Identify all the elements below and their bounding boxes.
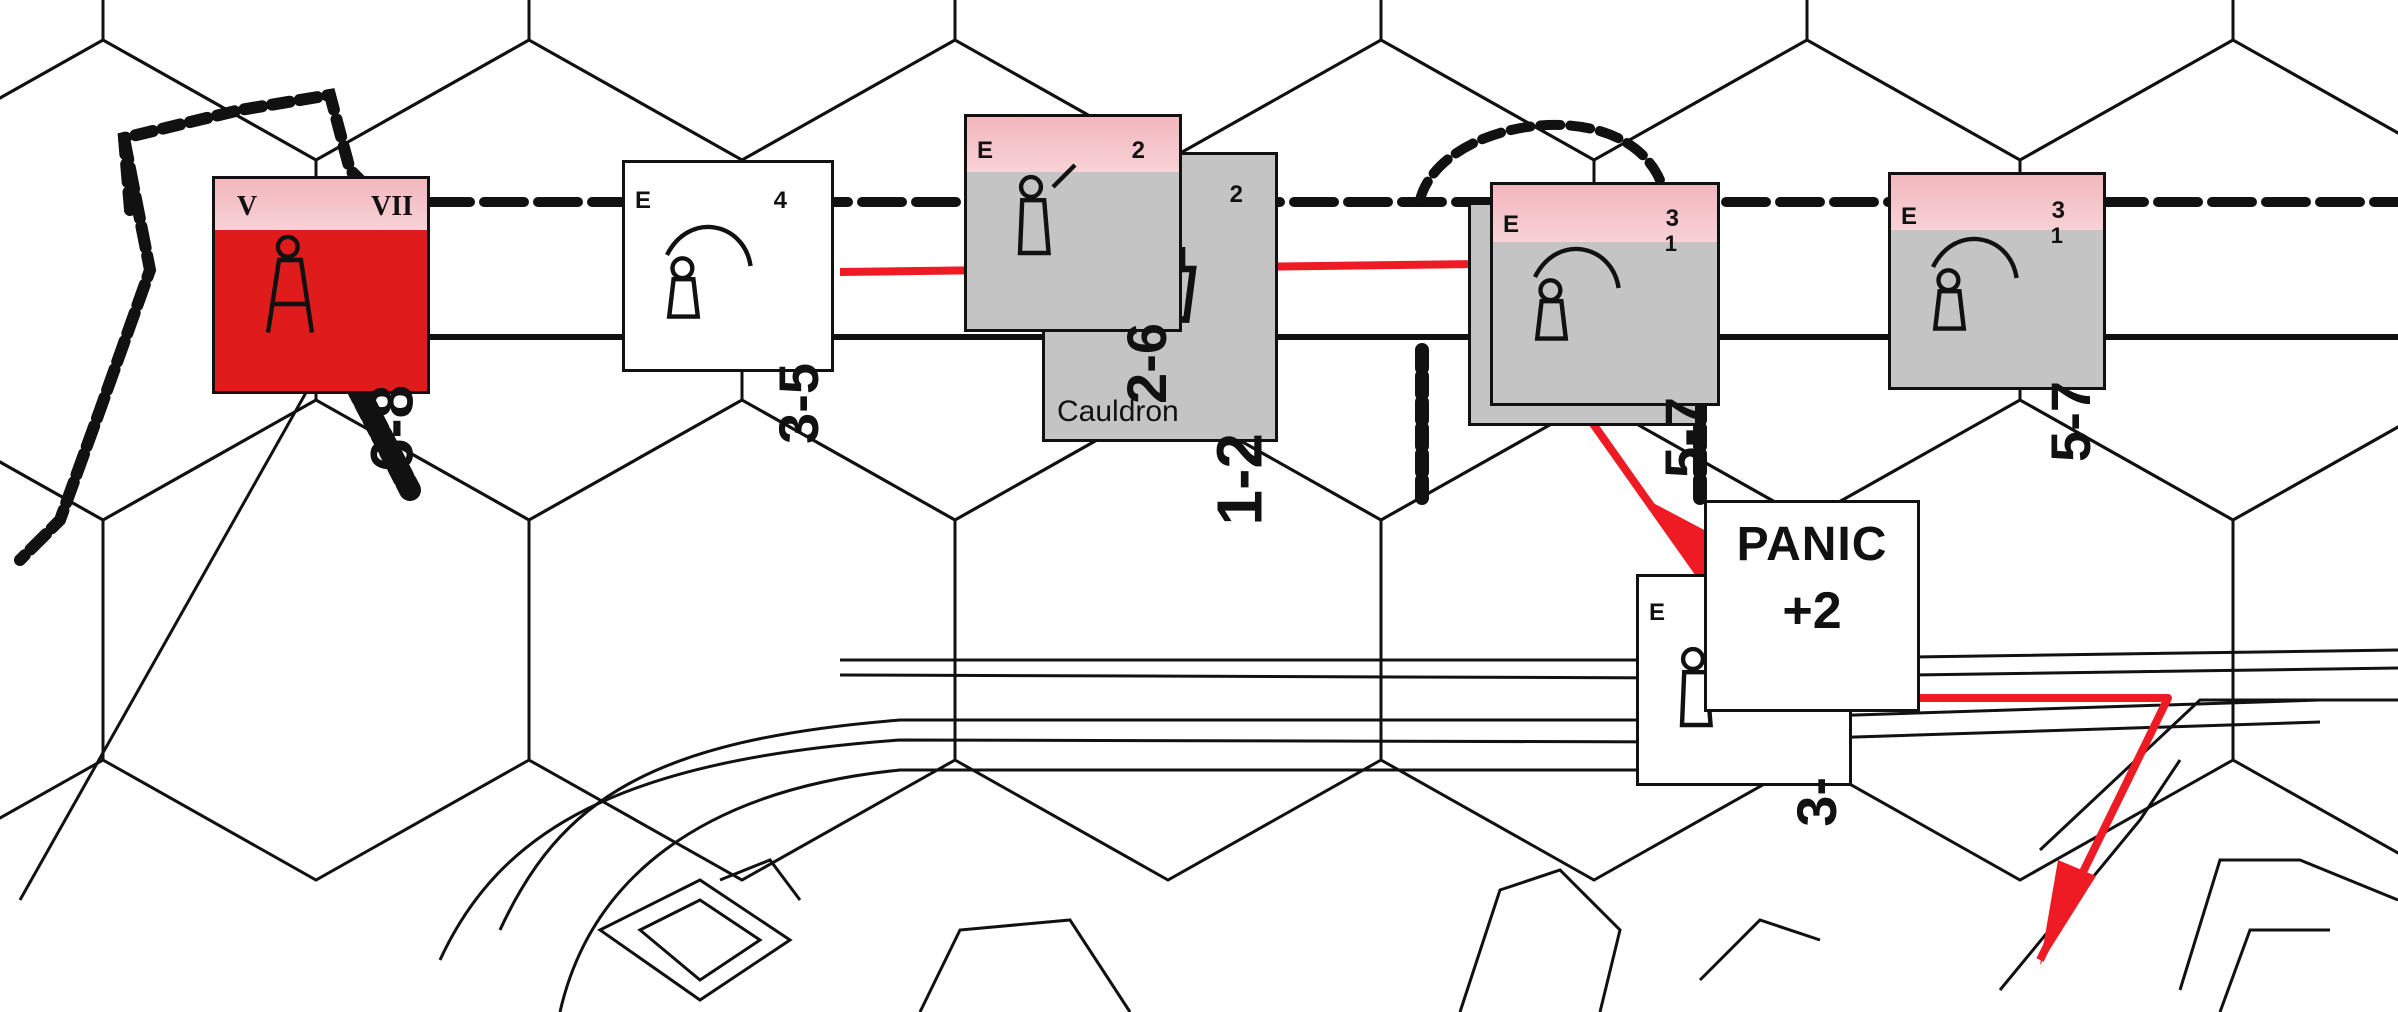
counter-value: 3-5 bbox=[767, 363, 830, 444]
counter-nationality: E bbox=[1503, 211, 1520, 238]
counter-value: 2-6 bbox=[1115, 323, 1178, 404]
counter-band bbox=[1493, 185, 1717, 242]
hex-cell[interactable] bbox=[0, 0, 105, 160]
counter-nationality: E bbox=[1901, 203, 1918, 230]
counter-nationality: E bbox=[635, 187, 652, 214]
white-unit-counter[interactable]: E 4 3-5 bbox=[622, 160, 834, 444]
gray-unit-c-counter[interactable]: E 3 1 5-7 bbox=[1888, 172, 2106, 462]
hex-cell[interactable] bbox=[2231, 0, 2398, 160]
hex-cell[interactable] bbox=[1379, 0, 1809, 162]
counter-value: 3- bbox=[1785, 777, 1848, 827]
gray-unit-a-counter[interactable]: E 2 2-6 bbox=[964, 114, 1182, 404]
counter-band bbox=[967, 117, 1179, 173]
archer-icon bbox=[665, 224, 753, 319]
counter-band bbox=[215, 179, 427, 230]
counter-value: 1-2 bbox=[1203, 433, 1275, 526]
counter-value: 5-7 bbox=[2039, 381, 2102, 462]
panic-modifier: +2 bbox=[1782, 582, 1842, 640]
hex-cell[interactable] bbox=[1805, 0, 2235, 162]
hex-cell[interactable] bbox=[101, 0, 531, 162]
soldier-icon bbox=[265, 234, 315, 333]
counter-sub: 1 bbox=[2050, 223, 2063, 248]
hex-cell[interactable] bbox=[527, 0, 957, 162]
counter-value: 6-8 bbox=[359, 385, 426, 472]
buildings bbox=[597, 858, 2398, 1012]
counter-mark: 3 bbox=[1665, 205, 1679, 232]
counter-mark: 2 bbox=[1131, 137, 1145, 164]
counter-mark: VII bbox=[370, 191, 413, 222]
archer-icon bbox=[1533, 246, 1621, 341]
gray-unit-b-counter[interactable]: E 3 1 5-7 bbox=[1490, 182, 1720, 478]
hex-cell[interactable] bbox=[2231, 400, 2398, 880]
counter-nationality: E bbox=[1649, 599, 1666, 626]
hex-cell[interactable] bbox=[0, 400, 105, 880]
soldier-icon bbox=[1017, 163, 1077, 256]
counter-band bbox=[1891, 175, 2103, 231]
archer-icon bbox=[1931, 236, 2019, 331]
panic-marker[interactable]: PANIC +2 bbox=[1704, 500, 1920, 712]
counter-mark: 4 bbox=[773, 187, 787, 214]
counter-mark: 2 bbox=[1229, 181, 1243, 208]
route-arrowheads bbox=[1640, 496, 2096, 965]
soldier-icon bbox=[1679, 646, 1713, 728]
red-unit-counter[interactable]: V VII 6-8 bbox=[212, 176, 430, 472]
counter-label: Cauldron bbox=[1057, 395, 1179, 428]
counter-nationality: E bbox=[977, 137, 994, 164]
counter-sub: 1 bbox=[1664, 231, 1677, 256]
panic-label: PANIC bbox=[1736, 518, 1888, 571]
counter-nationality: V bbox=[237, 191, 258, 222]
counter-mark: 3 bbox=[2051, 197, 2065, 224]
hex-cell[interactable] bbox=[953, 398, 1383, 882]
counter-value: 5-7 bbox=[1653, 397, 1716, 478]
